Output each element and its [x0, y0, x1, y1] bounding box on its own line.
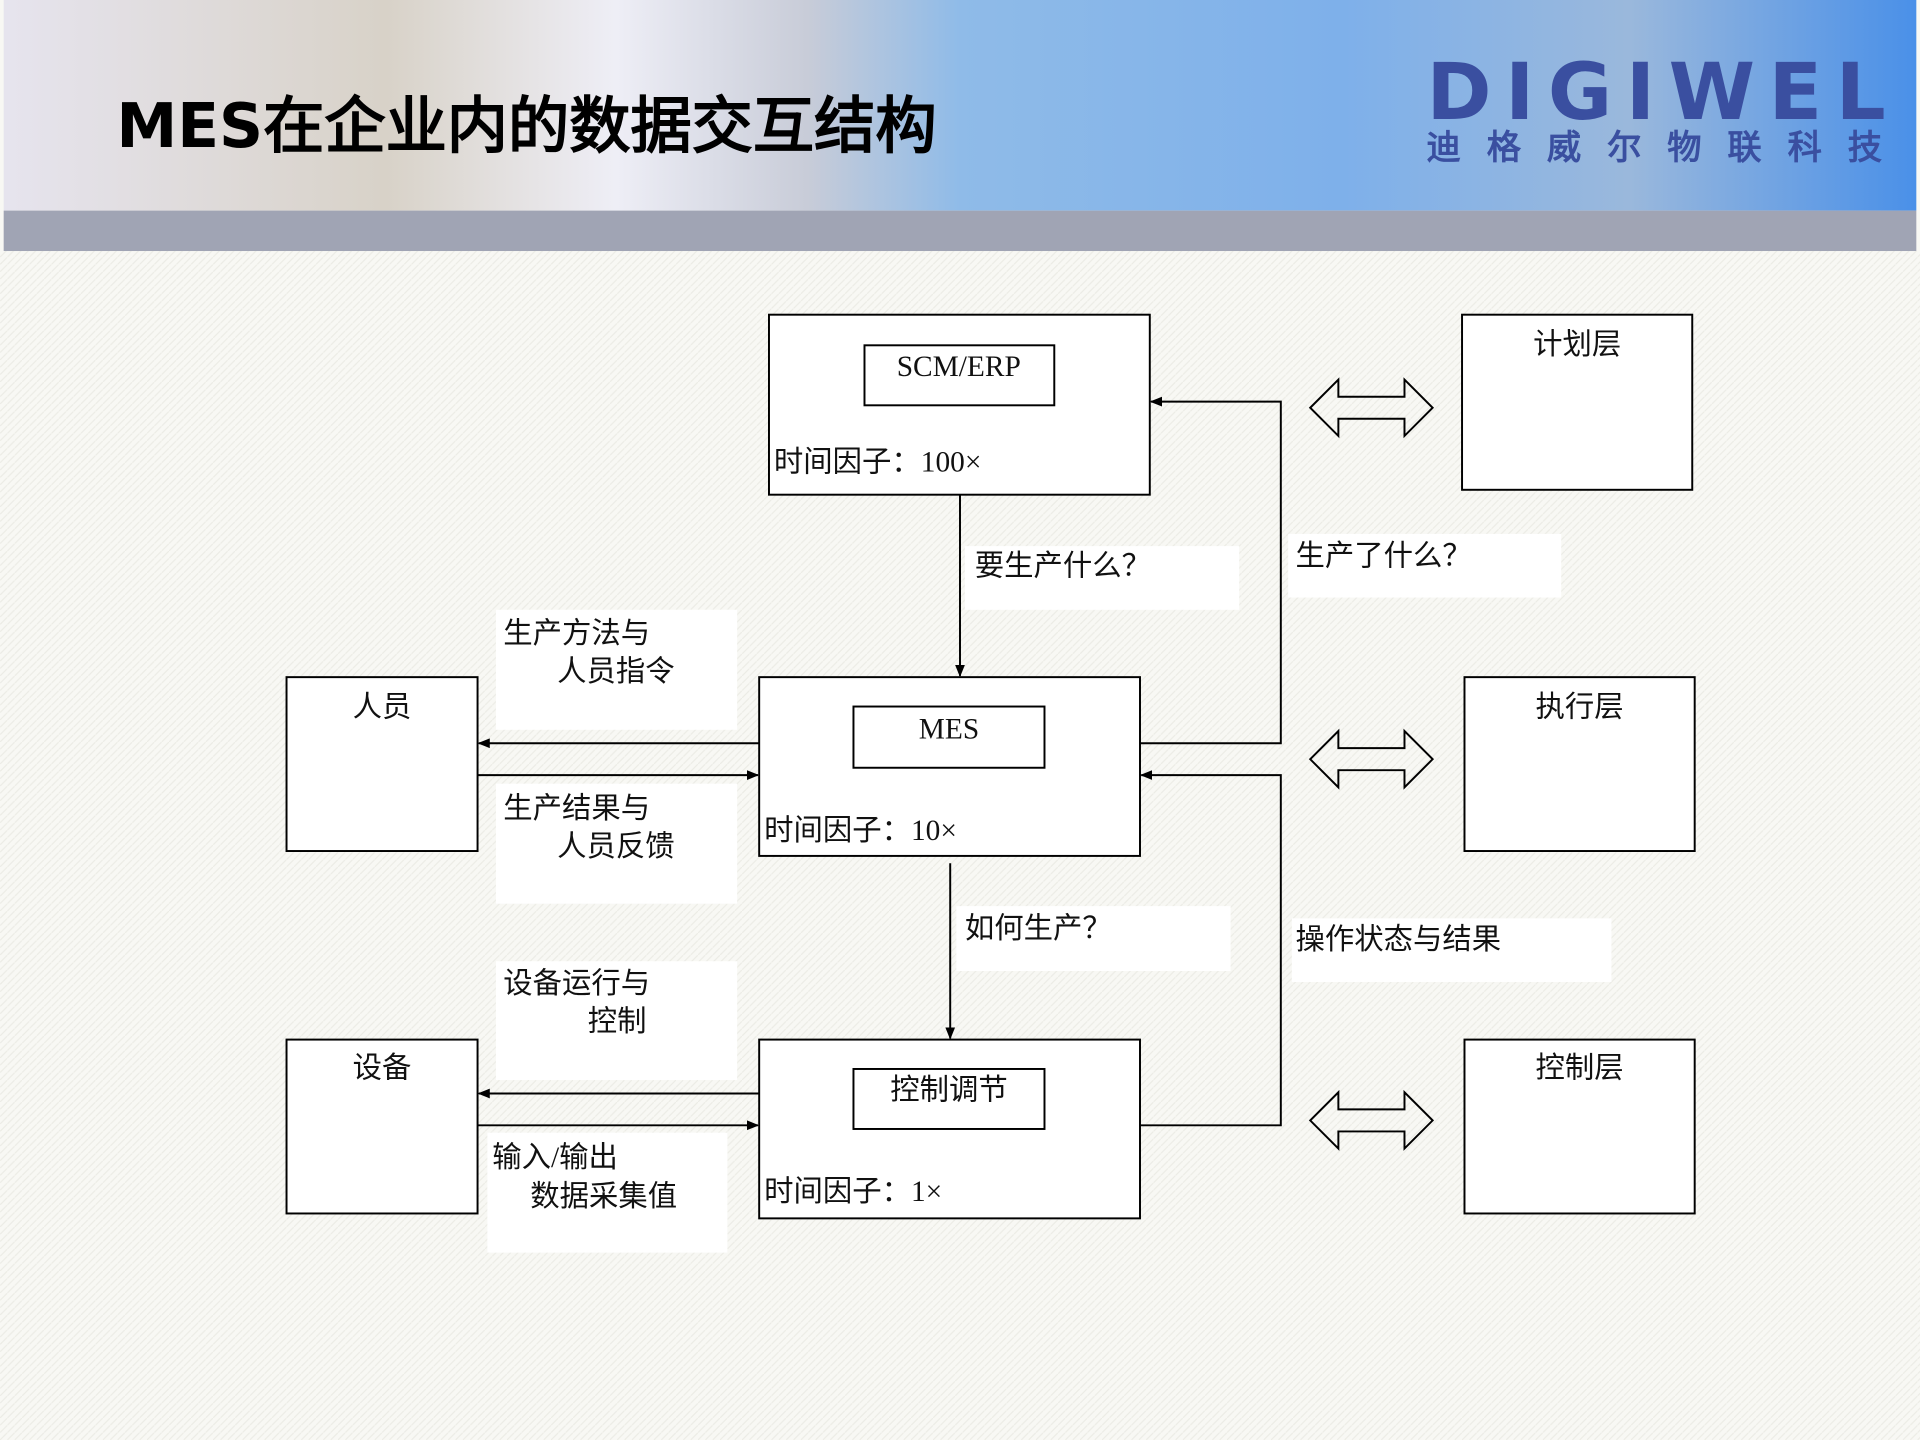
flow-label: 人员反馈	[557, 830, 675, 863]
control-time-factor: 时间因子：1×	[764, 1175, 942, 1208]
flow-label: 生产了什么？	[1296, 540, 1472, 573]
mes-box[interactable]: MES 时间因子：10×	[758, 676, 1141, 857]
flow-label: 设备运行与	[503, 967, 650, 1000]
exec-layer-label: 执行层	[1536, 690, 1624, 723]
plan-layer-box[interactable]: 计划层	[1461, 313, 1694, 491]
control-layer-label: 控制层	[1536, 1052, 1624, 1085]
mes-name: MES	[919, 713, 979, 745]
double-arrows	[1308, 377, 1435, 1151]
people-label: 人员	[353, 691, 412, 723]
flow-label: 控制	[588, 1005, 647, 1038]
control-box[interactable]: 控制调节 时间因子：1×	[758, 1038, 1141, 1220]
control-name: 控制调节	[890, 1074, 1008, 1107]
double-arrow-icon	[1308, 1089, 1435, 1151]
flow-label: 数据采集值	[530, 1180, 677, 1213]
flow-label: 输入/输出	[492, 1141, 618, 1174]
flow-label: 生产结果与	[503, 792, 650, 825]
equipment-label: 设备	[353, 1052, 412, 1085]
arrow-control-to-mes	[1140, 770, 1282, 1127]
mes-time-factor: 时间因子：10×	[764, 814, 957, 847]
connectors	[477, 396, 1282, 1131]
equipment-box[interactable]: 设备	[285, 1038, 479, 1215]
double-arrow-icon	[1308, 728, 1435, 790]
erp-time-factor: 时间因子：100×	[774, 445, 982, 478]
control-layer-box[interactable]: 控制层	[1463, 1038, 1696, 1215]
plan-layer-label: 计划层	[1533, 328, 1621, 361]
header-bar	[3, 210, 1917, 252]
exec-layer-box[interactable]: 执行层	[1463, 676, 1696, 852]
arrow-mes-to-erp	[1140, 396, 1282, 745]
flow-label: 操作状态与结果	[1296, 923, 1502, 956]
label-backgrounds	[487, 533, 1612, 1253]
flow-label: 如何生产？	[965, 912, 1112, 945]
people-box[interactable]: 人员	[285, 676, 479, 852]
page-title: MES在企业内的数据交互结构	[116, 91, 936, 162]
header-banner	[3, 0, 1917, 211]
erp-box[interactable]: SCM/ERP 时间因子：100×	[768, 313, 1151, 496]
flow-label: 人员指令	[557, 655, 675, 688]
double-arrow-icon	[1308, 377, 1435, 439]
flow-label: 生产方法与	[503, 617, 650, 650]
flow-label: 要生产什么？	[975, 550, 1151, 583]
erp-name: SCM/ERP	[897, 351, 1021, 383]
